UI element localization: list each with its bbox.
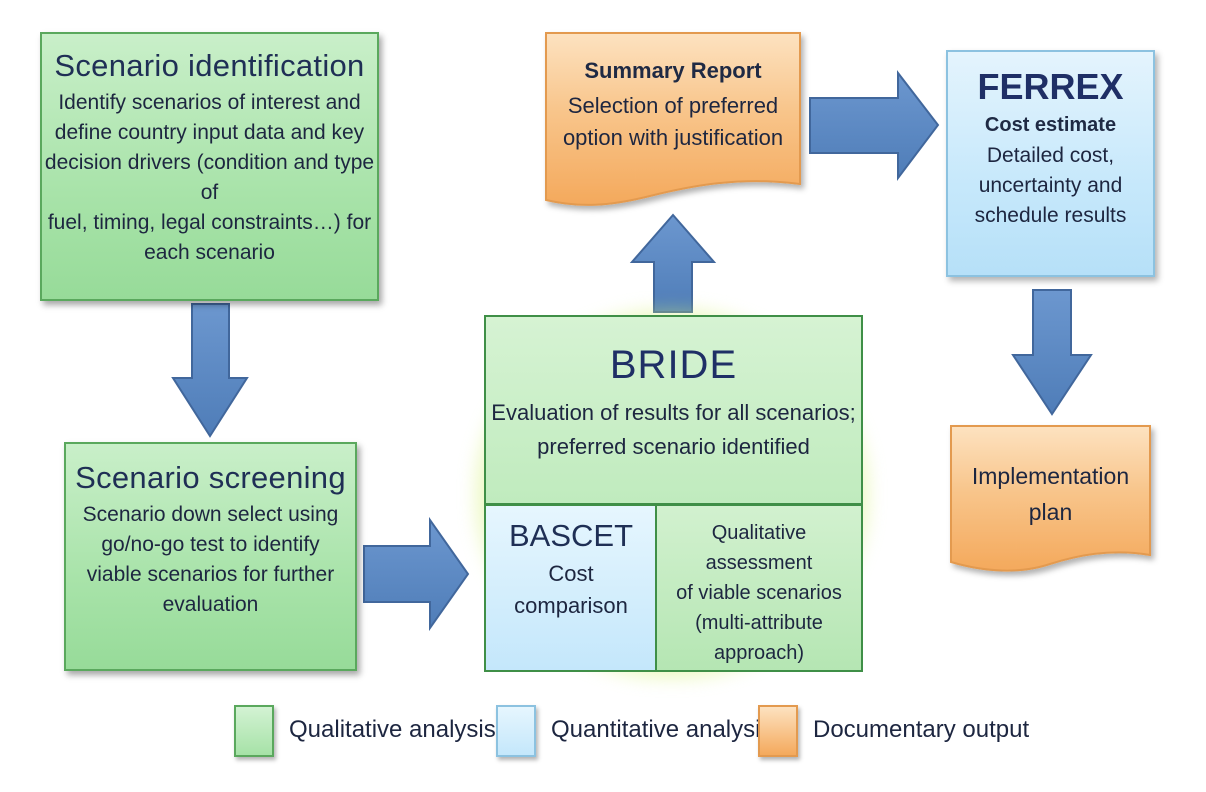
arrow-identification-to-screening (171, 303, 249, 438)
scenario-identification-box: Scenario identification Identify scenari… (40, 32, 379, 301)
ferrex-subtitle: Cost estimate (984, 114, 1117, 136)
scenario-identification-title: Scenario identification (54, 48, 365, 83)
ferrex-box: FERREX Cost estimate Detailed cost, unce… (946, 50, 1155, 277)
summary-report-shape (545, 32, 801, 206)
qualitative-assessment-text: Qualitative assessment of viable scenari… (676, 522, 842, 664)
scenario-screening-box: Scenario screening Scenario down select … (64, 442, 357, 671)
arrow-screening-to-bride (363, 516, 470, 632)
arrow-ferrex-to-implementation (1011, 289, 1093, 416)
bascet-text: Cost comparison (514, 561, 628, 618)
bride-text: Evaluation of results for all scenarios;… (491, 400, 856, 459)
implementation-plan-content: Implementation plan (951, 458, 1150, 530)
bascet-title: BASCET (508, 518, 634, 553)
summary-report-content: Summary Report Selection of preferred op… (546, 58, 800, 154)
bride-title: BRIDE (609, 343, 738, 387)
qualitative-assessment-box: Qualitative assessment of viable scenari… (655, 504, 863, 672)
bascet-box: BASCET Cost comparison (484, 504, 656, 672)
summary-report-title: Summary Report (584, 58, 762, 83)
implementation-plan-text: Implementation plan (971, 463, 1130, 525)
legend-label-documentary: Documentary output (813, 716, 1030, 743)
scenario-identification-text: Identify scenarios of interest and defin… (44, 91, 375, 264)
scenario-screening-text: Scenario down select using go/no-go test… (82, 503, 339, 616)
bride-box: BRIDE Evaluation of results for all scen… (484, 315, 863, 505)
ferrex-text: Detailed cost, uncertainty and schedule … (974, 144, 1127, 227)
arrow-summary-to-ferrex (809, 70, 940, 181)
legend-swatch-quantitative (496, 705, 536, 757)
implementation-plan-shape (950, 425, 1151, 572)
ferrex-title: FERREX (977, 66, 1124, 107)
scenario-screening-title: Scenario screening (75, 460, 346, 495)
legend-swatch-qualitative (234, 705, 274, 757)
legend-label-qualitative: Qualitative analysis (289, 716, 496, 743)
summary-report-text: Selection of preferred option with justi… (562, 93, 784, 150)
legend-label-quantitative: Quantitative analysis (551, 716, 773, 743)
legend-swatch-documentary (758, 705, 798, 757)
